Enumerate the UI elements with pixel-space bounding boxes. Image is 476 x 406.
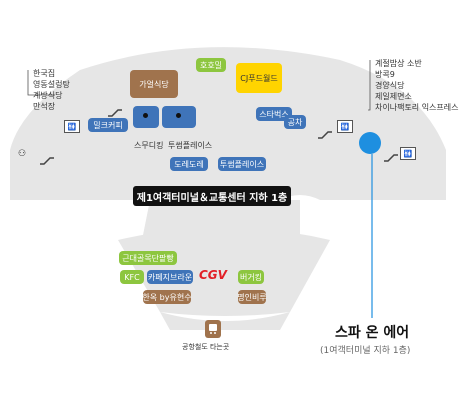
shop-cj-foodworld[interactable]: CJ푸드월드 [236,63,282,93]
shop-hohoil[interactable]: 호호밀 [196,58,226,72]
smoothie-king-marker [143,113,148,118]
shop-milk-coffee[interactable]: 밀크커피 [88,118,128,132]
right-list-item: 방콕9 [375,70,395,79]
escalator-icon [40,150,54,165]
shop-starbucks[interactable]: 스타벅스 [256,107,292,121]
right-restaurant-list: 계절밥상 소반 방콕9 경양식당 제일제면소 차이나팩토리 익스프레스 [375,58,459,113]
train-label: 공항철도 타는곳 [182,343,230,351]
shop-label-smoothie-king: 스무디킹 [134,141,164,150]
shop-hanok[interactable]: 한옥 by유현수 [142,290,192,304]
left-list-item: 만석장 [33,102,56,111]
right-list-item: 경양식당 [375,81,405,90]
right-list-item: 제일제면소 [375,92,412,101]
shop-twosome-2[interactable]: 투썸플레이스 [218,157,266,171]
cgv-logo[interactable]: CGV [199,268,227,282]
spa-on-air-marker[interactable] [359,132,381,154]
left-list-item: 한국집 [33,69,56,78]
shop-label-twosome: 투썸플레이스 [168,141,213,150]
shop-kfc[interactable]: KFC [120,270,144,284]
left-list-leader [27,70,55,96]
spa-on-air-subtitle: (1여객터미널 지하 1층) [320,346,411,356]
bottom-hall [160,312,290,330]
train-icon[interactable] [205,320,221,338]
people-icon: ⚇ [18,149,27,159]
right-list-leader [368,60,371,111]
left-list-item: 영동설렁탕 [33,80,70,89]
escalator-icon [384,147,398,162]
restroom-icon: 🚻 [400,147,416,160]
escalator-icon [318,124,332,139]
twosome-marker [176,113,181,118]
floor-title-banner: 제1여객터미널＆교통센터 지하 1층 [133,186,291,206]
shop-bakery[interactable]: 근대골목단팥빵 [119,251,177,265]
shop-burger-king[interactable]: 버거킹 [238,270,264,284]
restroom-icon: 🚻 [337,120,353,133]
left-restaurant-list: 한국집 영동설렁탕 계방식당 만석장 [33,68,70,112]
restroom-icon: 🚻 [64,120,80,133]
right-list-item: 계절밥상 소반 [375,59,422,68]
spa-on-air-title: 스파 온 에어 [335,325,410,341]
shop-bibimbap[interactable]: 명인비루 [237,290,267,304]
shop-gayeon[interactable]: 가얼식당 [130,70,178,98]
escalator-icon [108,102,122,117]
shop-cafe[interactable]: 카페지브라운 [147,270,193,284]
shop-gongcha[interactable]: 공차 [284,115,306,129]
upper-concourse [10,47,446,201]
shop-doredore[interactable]: 도레도레 [170,157,208,171]
right-list-item: 차이나팩토리 익스프레스 [375,103,459,112]
left-list-item: 계방식당 [33,91,63,100]
